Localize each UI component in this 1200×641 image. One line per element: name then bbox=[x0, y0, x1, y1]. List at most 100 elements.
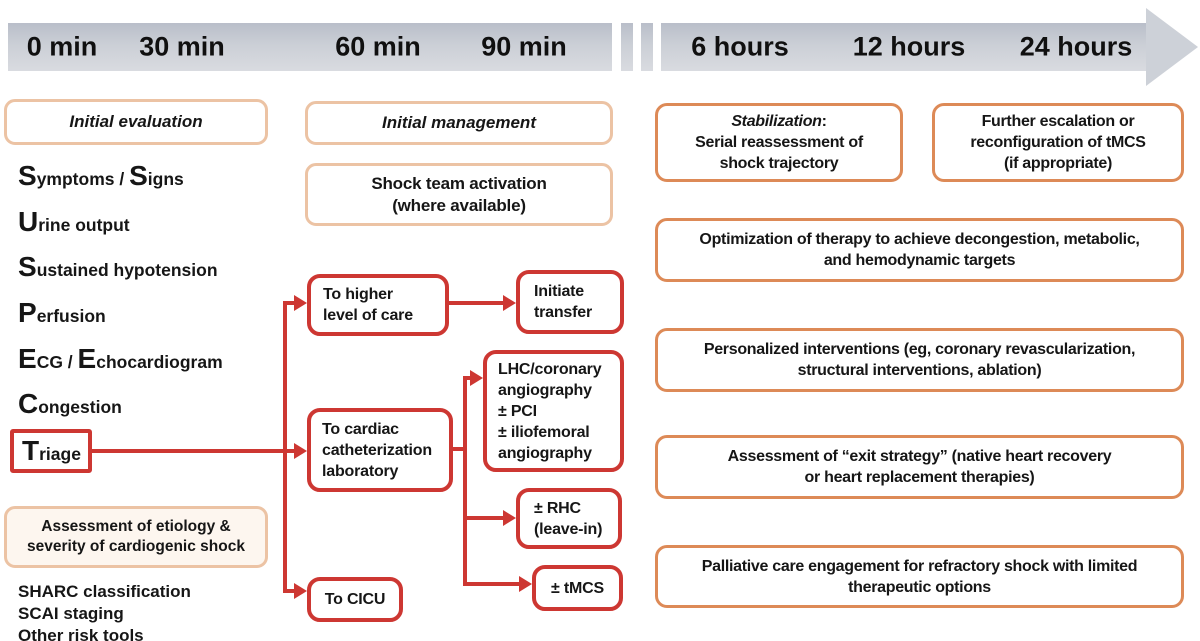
lhc-line2: angiography bbox=[498, 381, 592, 399]
suspect-item-ecg-echo: ECG / Echocardiogram bbox=[18, 343, 223, 375]
arrow-initiate-transfer-icon bbox=[503, 295, 516, 311]
suspect-item-symptoms-signs: Symptoms / Signs bbox=[18, 160, 184, 192]
lhc-angiography-box: LHC/coronary angiography ± PCI ± iliofem… bbox=[483, 350, 624, 472]
shock-team-line2: (where available) bbox=[392, 195, 526, 215]
stabilization-title: Stabilization bbox=[731, 113, 822, 130]
timeline-label-6h: 6 hours bbox=[691, 31, 789, 62]
connector-left-vertical bbox=[283, 301, 287, 593]
personalized-line1: Personalized interventions (eg, coronary… bbox=[703, 341, 1136, 358]
suspect-item-urine-output: Urine output bbox=[18, 206, 130, 238]
risk-tool-desc: classification bbox=[78, 582, 191, 601]
palliative-line2: therapeutic options bbox=[848, 578, 991, 596]
rhc-line2: (leave-in) bbox=[534, 520, 603, 538]
mnemonic-text: ustained hypotension bbox=[36, 260, 218, 280]
mnemonic-letter: S bbox=[18, 251, 37, 282]
rhc-box: ± RHC (leave-in) bbox=[516, 488, 622, 549]
optimization-box: Optimization of therapy to achieve decon… bbox=[655, 218, 1184, 282]
suspect-item-sustained-hypotension: Sustained hypotension bbox=[18, 251, 218, 283]
cicu-box: To CICU bbox=[307, 577, 403, 622]
timeline-bar-hours bbox=[661, 23, 1148, 71]
risk-tool-other: Other risk tools bbox=[18, 626, 144, 641]
risk-tool-desc: staging bbox=[58, 604, 124, 623]
escalation-line3: (if appropriate) bbox=[1003, 155, 1113, 172]
timeline-label-90min: 90 min bbox=[481, 31, 567, 62]
initial-management-label: Initial management bbox=[382, 113, 536, 132]
connector-triage-horizontal bbox=[92, 449, 296, 453]
connector-to-rhc bbox=[463, 516, 503, 520]
lhc-line3: ± PCI bbox=[498, 402, 537, 420]
cath-lab-line2: catheterization bbox=[322, 441, 432, 459]
triage-box: Triage bbox=[10, 429, 92, 473]
cicu-label: To CICU bbox=[324, 591, 386, 608]
timeline-label-12h: 12 hours bbox=[852, 31, 966, 62]
assessment-line2: severity of cardiogenic shock bbox=[27, 538, 245, 555]
risk-tool-scai: SCAI staging bbox=[18, 604, 124, 624]
higher-care-line1: To higher bbox=[323, 286, 393, 303]
connector-to-cicu bbox=[283, 589, 296, 593]
risk-tool-name: SHARC bbox=[18, 582, 79, 601]
suspect-item-congestion: Congestion bbox=[18, 388, 122, 420]
mnemonic-text: igns bbox=[147, 169, 184, 189]
mnemonic-text: ymptoms / bbox=[36, 169, 130, 189]
escalation-line1: Further escalation or bbox=[981, 113, 1135, 130]
exit-strategy-box: Assessment of “exit strategy” (native he… bbox=[655, 435, 1184, 499]
connector-to-tmcs bbox=[463, 582, 519, 586]
assessment-etiology-box: Assessment of etiology & severity of car… bbox=[4, 506, 268, 568]
stabilization-colon: : bbox=[821, 113, 827, 130]
mnemonic-text: riage bbox=[39, 444, 81, 464]
timeline-arrowhead-icon bbox=[1146, 8, 1198, 86]
assessment-line1: Assessment of etiology & bbox=[41, 518, 231, 535]
optimization-line1: Optimization of therapy to achieve decon… bbox=[699, 231, 1140, 248]
higher-care-line2: level of care bbox=[323, 307, 413, 324]
personalized-interventions-box: Personalized interventions (eg, coronary… bbox=[655, 328, 1184, 392]
mnemonic-text: chocardiogram bbox=[96, 352, 223, 372]
timeline-label-24h: 24 hours bbox=[1019, 31, 1133, 62]
optimization-line2: and hemodynamic targets bbox=[823, 252, 1016, 269]
initial-evaluation-header-box: Initial evaluation bbox=[4, 99, 268, 145]
lhc-line1: LHC/coronary bbox=[498, 360, 602, 378]
stabilization-line3: shock trajectory bbox=[719, 155, 839, 172]
lhc-line4: ± iliofemoral bbox=[498, 423, 590, 441]
shock-team-box: Shock team activation (where available) bbox=[305, 163, 613, 226]
mnemonic-letter: S bbox=[18, 160, 37, 191]
arrow-to-cath-lab-icon bbox=[294, 443, 307, 459]
suspect-item-perfusion: Perfusion bbox=[18, 297, 106, 329]
stabilization-box: Stabilization: Serial reassessment of sh… bbox=[655, 103, 903, 182]
connector-transfer bbox=[449, 301, 505, 305]
arrow-to-lhc-icon bbox=[470, 370, 483, 386]
initiate-transfer-line1: Initiate bbox=[534, 283, 584, 300]
exit-strategy-line1: Assessment of “exit strategy” (native he… bbox=[727, 448, 1112, 465]
personalized-line2: structural interventions, ablation) bbox=[797, 362, 1042, 379]
risk-tool-desc: Other risk tools bbox=[18, 626, 144, 641]
escalation-line2: reconfiguration of tMCS bbox=[970, 134, 1146, 151]
timeline-label-60min: 60 min bbox=[335, 31, 421, 62]
mnemonic-letter: S bbox=[129, 160, 148, 191]
mnemonic-letter: E bbox=[77, 343, 97, 374]
cath-lab-line3: laboratory bbox=[322, 462, 399, 480]
mnemonic-text: ongestion bbox=[38, 397, 122, 417]
mnemonic-letter: E bbox=[18, 343, 37, 374]
arrow-to-higher-care-icon bbox=[294, 295, 307, 311]
lhc-line5: angiography bbox=[498, 444, 592, 462]
shock-team-line1: Shock team activation bbox=[371, 173, 547, 193]
timeline-break-stripe bbox=[621, 23, 633, 71]
tmcs-label: ± tMCS bbox=[551, 579, 604, 597]
arrow-to-rhc-icon bbox=[503, 510, 516, 526]
mnemonic-text: CG / bbox=[36, 352, 78, 372]
mnemonic-text: erfusion bbox=[36, 306, 106, 326]
connector-right-vertical bbox=[463, 376, 467, 586]
initiate-transfer-line2: transfer bbox=[534, 304, 592, 321]
suspect-item-triage: Triage bbox=[22, 435, 88, 467]
mnemonic-letter: T bbox=[22, 435, 40, 466]
connector-to-lhc bbox=[463, 376, 471, 380]
exit-strategy-line2: or heart replacement therapies) bbox=[804, 469, 1035, 486]
tmcs-box: ± tMCS bbox=[532, 565, 623, 611]
initial-management-header-box: Initial management bbox=[305, 101, 613, 145]
further-escalation-box: Further escalation or reconfiguration of… bbox=[932, 103, 1184, 182]
mnemonic-text: rine output bbox=[38, 215, 130, 235]
mnemonic-letter: P bbox=[18, 297, 37, 328]
cath-lab-line1: To cardiac bbox=[322, 420, 399, 438]
timeline-break-stripe bbox=[641, 23, 653, 71]
palliative-line1: Palliative care engagement for refractor… bbox=[701, 557, 1138, 575]
